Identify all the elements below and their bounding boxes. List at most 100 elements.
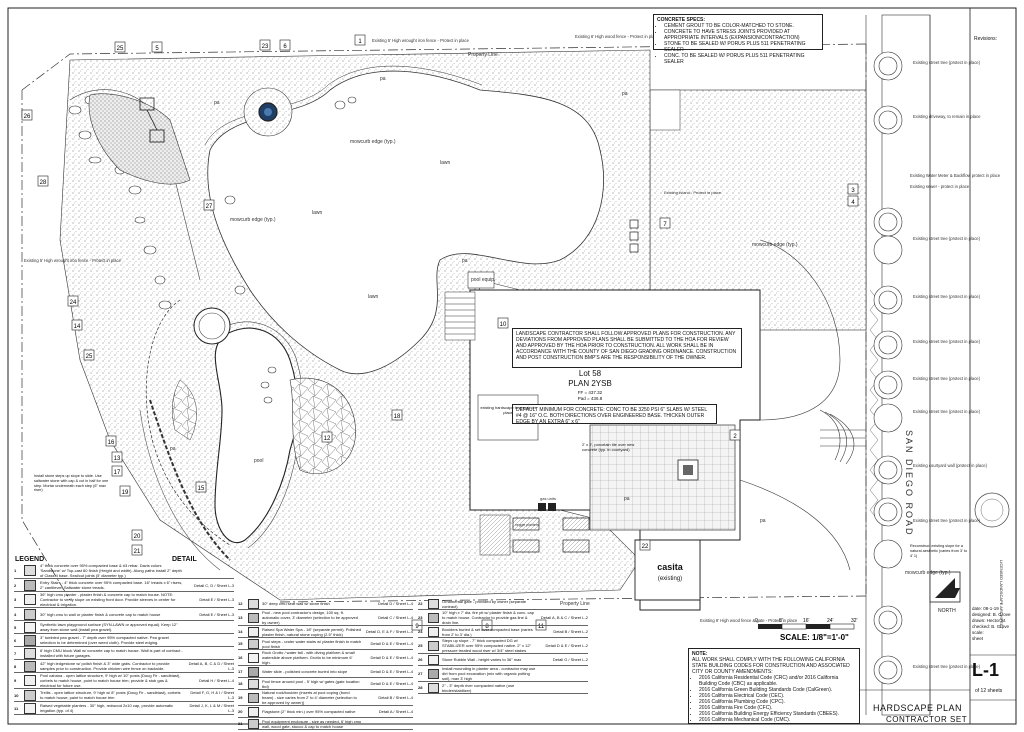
svg-text:4: 4: [851, 200, 855, 206]
legend-swatch: [248, 678, 259, 689]
sheet-number: L-1: [972, 660, 999, 680]
sheet-set: CONTRACTOR SET: [886, 715, 968, 724]
veggie-label: veggie planters: [515, 523, 539, 527]
legend-swatch: [24, 594, 36, 605]
callout-22: 22: [639, 539, 651, 551]
concrete-spec-item: STONE TO BE SEALED W/ PORUS PLUS 511 PEN…: [664, 41, 819, 53]
legend-text: Pool equipment enclosure - size as neede…: [262, 718, 362, 729]
legend-text: 42" high ledgestone w/ polish finish & 3…: [40, 661, 170, 671]
legend-number: 25: [418, 643, 423, 648]
svg-text:18: 18: [394, 414, 401, 420]
reconstruct-slope-note: Reconstruct existing slope for a natural…: [910, 544, 968, 558]
pa-label: pa: [214, 100, 220, 106]
callout-24: 24: [67, 295, 79, 307]
lawn-label: lawn: [440, 160, 451, 166]
legend-detail-ref: Detail D & E / Sheet L-4: [370, 681, 413, 686]
legend-text: 30" deep cmu seat wall w/ stone finish: [262, 601, 330, 606]
street-tree-label-7: Existing street tree (protect in place): [913, 518, 981, 523]
codes-intro: ALL WORK SHALL COMPLY WITH THE FOLLOWING…: [692, 657, 850, 675]
legend-number: 1: [14, 568, 17, 573]
legend-swatch: [24, 660, 36, 672]
svg-text:15: 15: [198, 486, 205, 492]
svg-text:10: 10: [500, 322, 507, 328]
legend-number: 26: [418, 657, 423, 662]
legend-title: LEGEND: [15, 556, 45, 563]
pa-label-5: pa: [760, 518, 766, 524]
pad-label: Pad = 436.8: [578, 396, 603, 401]
legend-text: 36" high cmu planter - plaster finish & …: [40, 592, 176, 607]
sewer-label: Existing sewer - protect in place: [910, 184, 970, 189]
legend-text: 6' high CMU block Wall w/ concrete cap t…: [40, 648, 183, 658]
lot-label: Lot 58: [579, 369, 602, 378]
legend-number: 21: [238, 721, 243, 726]
callout-20: 20: [131, 529, 143, 541]
legend-text: Pool - new pool contractor's design, 100…: [262, 610, 358, 625]
legend-number: 17: [238, 669, 243, 674]
callout-25: 25: [114, 41, 126, 53]
concrete-spec-item: CONC. TO BE SEALED W/ PORUS PLUS 511 PEN…: [664, 53, 819, 65]
north-arrow: NORTH: [929, 571, 961, 614]
svg-text:8': 8': [779, 618, 783, 624]
svg-text:19: 19: [122, 490, 129, 496]
revisions-label: Revisions:: [974, 36, 998, 42]
legend-text: Install mounding in planter area - contr…: [442, 666, 536, 681]
legend-swatch: [428, 668, 439, 679]
callout-10: 10: [497, 317, 509, 329]
courtyard-tile: [589, 424, 736, 531]
svg-text:8: 8: [485, 624, 489, 630]
legend-detail-ref: Detail E / Sheet L-3: [199, 597, 234, 602]
svg-text:2: 2: [733, 434, 737, 440]
code-item: 2016 California Residential Code (CRC) a…: [699, 675, 856, 687]
callouts: 1 5 25 23 6 26 28 27 7 3 10 14 25 12 18 …: [21, 34, 859, 631]
info-row: sheet: [972, 636, 984, 641]
code-item: 2016 California Building Energy Efficien…: [699, 711, 856, 717]
pool-equipment: [467, 271, 495, 289]
callout-1: 1: [354, 34, 366, 46]
pool-label: pool: [254, 458, 263, 464]
lawn-label-2: lawn: [312, 210, 323, 216]
svg-text:23: 23: [262, 44, 269, 50]
code-item: 2016 California Electrical Code (CEC).: [699, 693, 856, 699]
code-item: 2016 California Fire Code (CFC).: [699, 705, 856, 711]
street-tree-label-3: Existing street tree (protect in place): [913, 294, 981, 299]
legend-number: 22: [418, 601, 423, 606]
ff-label: FF = 437.32: [578, 390, 603, 395]
legend-swatch: [24, 579, 36, 591]
legend-swatch: [248, 652, 259, 663]
driveway-label: Existing driveway, to remain in place: [913, 114, 981, 119]
legend-text: Rock Grotto / water fall - with diving p…: [262, 650, 355, 665]
pa-label-2: pa: [380, 76, 386, 82]
callout-12: 12: [321, 431, 333, 443]
legend-swatch: [24, 565, 36, 576]
scale-bar: 0 8' 16' 24' 32' SCALE: 1/8"=1'-0": [755, 618, 858, 642]
legend-swatch: [428, 640, 439, 651]
svg-text:1: 1: [358, 39, 362, 45]
legend-number: 23: [418, 615, 423, 620]
legend-text: Boulders buried & set over compacted bas…: [442, 626, 533, 637]
svg-text:22: 22: [642, 544, 649, 550]
callout-28: 28: [37, 175, 49, 187]
legend-text: Pool cabana - open lattice structure, 9'…: [40, 673, 181, 688]
svg-text:27: 27: [206, 204, 213, 210]
legend-swatch: [24, 689, 36, 701]
svg-text:3: 3: [851, 188, 855, 194]
svg-text:32': 32': [851, 618, 858, 624]
existing-hardscape-label: existing hardscape to remain in place: [480, 405, 536, 415]
callout-13: 13: [111, 451, 123, 463]
pool-equip-label: pool equip.: [471, 277, 495, 283]
road-label: SAN DIEGO ROAD: [904, 430, 914, 537]
svg-text:21: 21: [134, 549, 141, 555]
